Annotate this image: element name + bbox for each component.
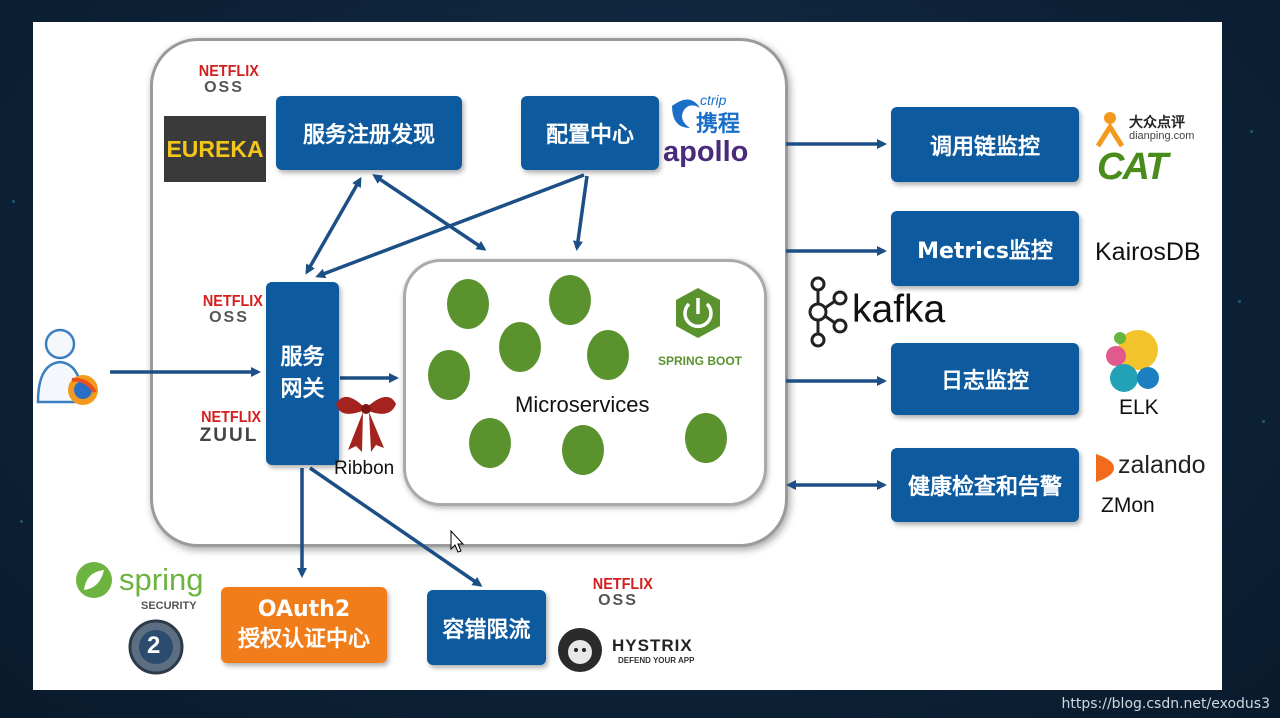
- eureka-wordmark: EUREKA: [166, 135, 264, 162]
- arrow-gateway-to-fault: [309, 466, 483, 587]
- microservice-node: [499, 322, 541, 372]
- eureka-logo: EUREKA: [164, 116, 266, 182]
- microservice-node: [685, 413, 727, 463]
- netflix-oss-logo: NETFLIX OSS: [200, 293, 263, 326]
- zmon-wordmark: ZMon: [1101, 494, 1155, 517]
- spring-wordmark: spring: [119, 562, 204, 597]
- health-check-box[interactable]: 健康检查和告警: [891, 448, 1079, 522]
- background-dot: [20, 520, 23, 523]
- background-dot: [1262, 420, 1265, 423]
- tracing-box[interactable]: 调用链监控: [891, 107, 1079, 182]
- config-center-box[interactable]: 配置中心: [521, 96, 659, 170]
- netflix-wordmark: NETFLIX: [198, 63, 259, 80]
- metrics-box[interactable]: Metrics监控: [891, 211, 1079, 286]
- oauth-badge-number: 2: [147, 632, 161, 659]
- health-check-label: 健康检查和告警: [907, 475, 1062, 500]
- netflix-zuul-logo: NETFLIX ZUUL: [198, 409, 262, 446]
- hystrix-tagline: DEFEND YOUR APP: [618, 656, 695, 665]
- microservice-node: [469, 418, 511, 468]
- oss-wordmark: OSS: [209, 309, 249, 326]
- logging-box[interactable]: 日志监控: [891, 343, 1079, 415]
- kafka-wordmark: kafka: [852, 288, 946, 331]
- ctrip-cn-wordmark: 携程: [696, 112, 741, 137]
- hystrix-wordmark: HYSTRIX: [612, 636, 693, 655]
- background-dot: [12, 200, 15, 203]
- ctrip-wordmark: ctrip: [700, 92, 727, 108]
- netflix-oss-logo: NETFLIX OSS: [590, 576, 653, 609]
- microservice-node: [549, 275, 591, 325]
- background-dot: [1250, 130, 1253, 133]
- zalando-wordmark: zalando: [1118, 451, 1206, 479]
- service-registry-box[interactable]: 服务注册发现: [276, 96, 462, 170]
- kairosdb-wordmark: KairosDB: [1095, 238, 1201, 266]
- netflix-wordmark: NETFLIX: [592, 576, 653, 593]
- cat-wordmark: CAT: [1097, 146, 1168, 188]
- apollo-wordmark: apollo: [663, 136, 749, 168]
- microservice-node: [562, 425, 604, 475]
- dianping-cn-wordmark: 大众点评: [1129, 115, 1185, 131]
- fault-tolerance-box[interactable]: 容错限流: [427, 590, 546, 665]
- ribbon-label: Ribbon: [334, 458, 395, 479]
- arrow-registry-microservices: [372, 174, 487, 251]
- oauth-label-line1: OAuth2: [257, 597, 351, 622]
- tracing-label: 调用链监控: [929, 134, 1040, 160]
- gateway-label-line2: 网关: [280, 376, 325, 402]
- netflix-oss-logo: NETFLIX OSS: [196, 63, 259, 96]
- arrow-config-to-microservices: [573, 175, 589, 251]
- microservices-label: Microservices: [515, 392, 650, 417]
- elk-wordmark: ELK: [1119, 396, 1159, 419]
- config-center-label: 配置中心: [545, 123, 634, 148]
- gateway-label-line1: 服务: [280, 344, 325, 370]
- metrics-label: Metrics监控: [917, 238, 1053, 264]
- spring-boot-label: SPRING BOOT: [658, 354, 743, 368]
- oauth-center-box[interactable]: OAuth2 授权认证中心: [221, 587, 387, 663]
- arrow-registry-gateway: [305, 176, 362, 275]
- logging-label: 日志监控: [940, 369, 1029, 394]
- netflix-wordmark: NETFLIX: [201, 409, 262, 426]
- arrow-config-to-gateway: [315, 173, 585, 279]
- microservice-node: [428, 350, 470, 400]
- dianping-url: dianping.com: [1129, 130, 1195, 142]
- background-dot: [1238, 300, 1241, 303]
- service-registry-label: 服务注册发现: [302, 123, 435, 148]
- microservice-node: [587, 330, 629, 380]
- zuul-wordmark: ZUUL: [199, 425, 259, 446]
- netflix-wordmark: NETFLIX: [202, 293, 263, 310]
- watermark-url: https://blog.csdn.net/exodus3: [1061, 696, 1270, 712]
- api-gateway-box[interactable]: 服务 网关: [266, 282, 339, 465]
- security-wordmark: SECURITY: [141, 600, 197, 612]
- microservice-node: [447, 279, 489, 329]
- fault-tolerance-label: 容错限流: [442, 617, 531, 643]
- oss-wordmark: OSS: [598, 592, 638, 609]
- oauth-label-line2: 授权认证中心: [237, 627, 370, 652]
- oss-wordmark: OSS: [204, 79, 244, 96]
